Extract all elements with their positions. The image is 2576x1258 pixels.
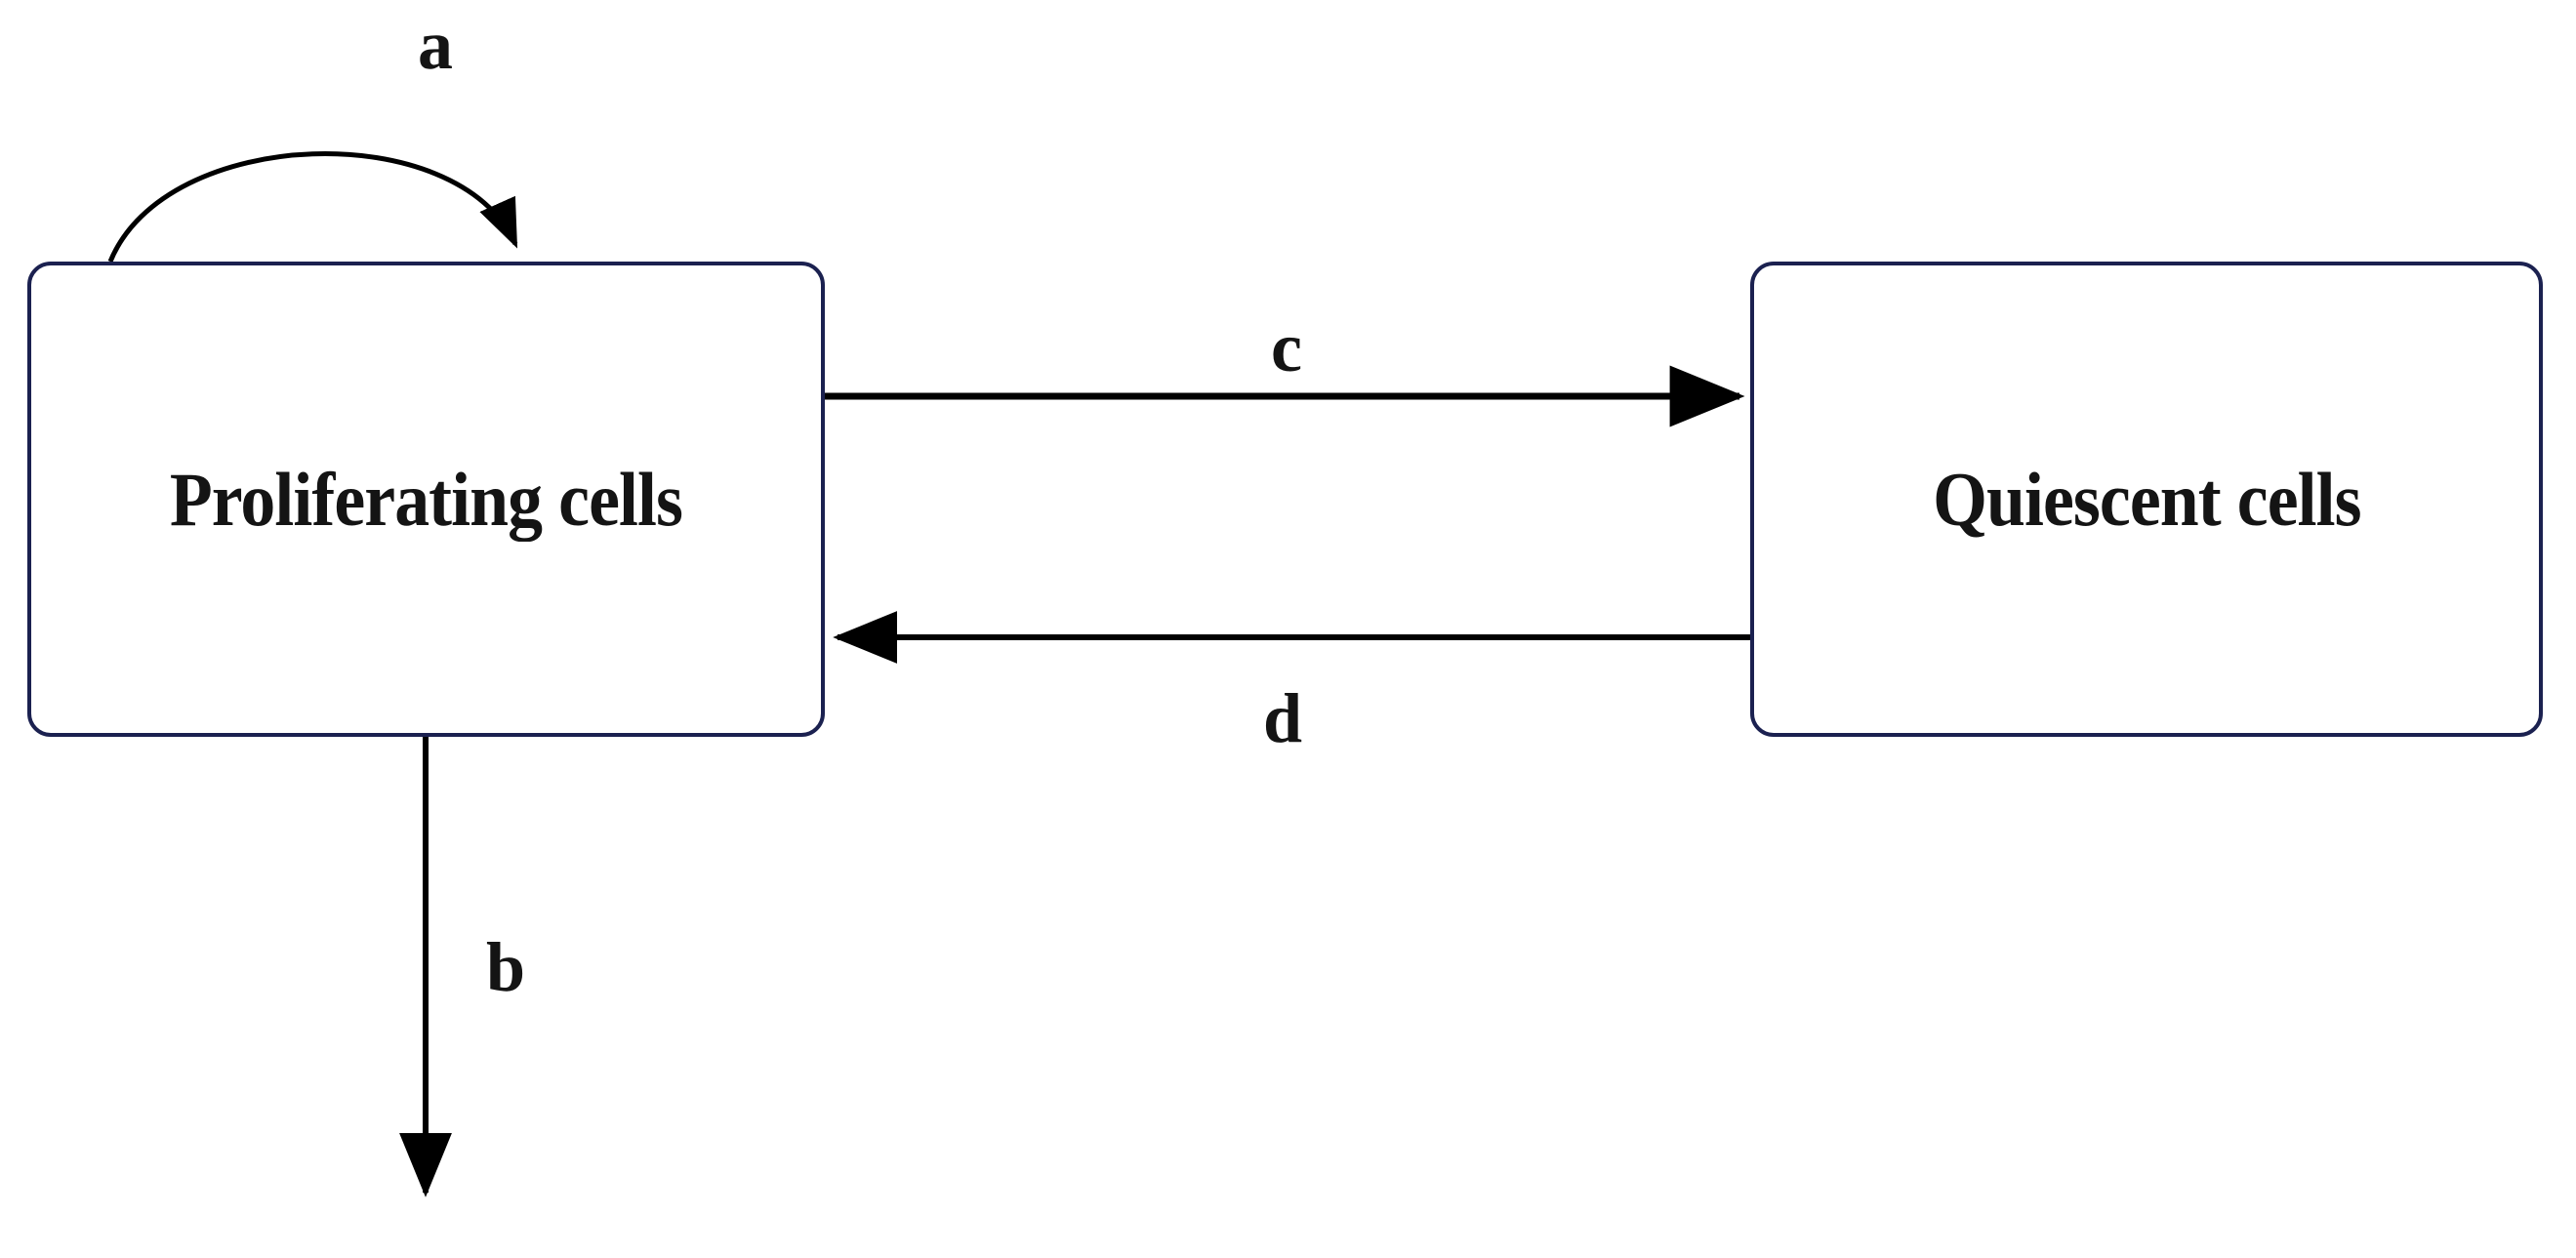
edge-label-a: a xyxy=(418,6,453,84)
node-quiescent-cells[interactable]: Quiescent cells xyxy=(1750,262,2543,737)
edge-a-self-loop-arrow xyxy=(107,151,518,263)
node-proliferating-cells-label: Proliferating cells xyxy=(169,456,683,542)
node-proliferating-cells[interactable]: Proliferating cells xyxy=(27,262,825,737)
edge-label-d: d xyxy=(1263,679,1303,757)
node-quiescent-cells-label: Quiescent cells xyxy=(1932,456,2362,542)
edge-label-b: b xyxy=(486,928,526,1006)
edge-label-c: c xyxy=(1271,308,1302,386)
